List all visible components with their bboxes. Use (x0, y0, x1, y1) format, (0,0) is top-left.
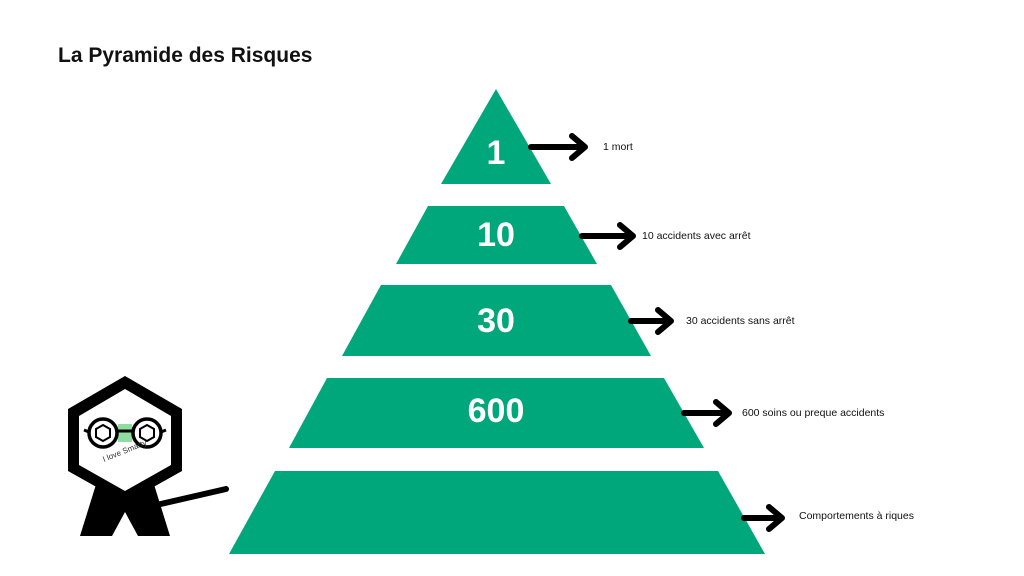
tier-5-label: Comportements à riques (799, 510, 914, 522)
pyramid-tier-1: 1 1 mort (441, 89, 633, 184)
tier-2-value: 10 (477, 216, 515, 254)
tier-3-arrow-icon (628, 307, 674, 335)
pointer-stick (149, 486, 229, 509)
tier-2-shape (396, 206, 597, 264)
pyramid-tier-4: 600 600 soins ou preque accidents (289, 378, 884, 448)
glasses-icon (83, 417, 167, 449)
tier-1-shape (441, 89, 551, 184)
tier-4-value: 600 (468, 392, 525, 430)
tier-5-arrow-icon (741, 504, 785, 532)
tier-1-label: 1 mort (603, 141, 633, 153)
smarty-mascot-icon: I love Smarty (68, 376, 229, 536)
tier-2-arrow-icon (579, 222, 636, 250)
tier-3-value: 30 (477, 302, 515, 340)
page-title: La Pyramide des Risques (58, 44, 313, 67)
tier-1-value: 1 (487, 134, 506, 172)
tier-4-shape (289, 378, 704, 448)
tier-5-shape (229, 471, 765, 554)
tier-3-label: 30 accidents sans arrêt (686, 315, 795, 327)
tier-3-shape (342, 285, 651, 356)
tier-2-label: 10 accidents avec arrêt (642, 230, 751, 242)
pyramid-tier-5: Comportements à riques (229, 471, 914, 554)
tier-4-label: 600 soins ou preque accidents (742, 407, 884, 419)
pyramid-tier-3: 30 30 accidents sans arrêt (342, 285, 795, 356)
tier-1-arrow-icon (528, 133, 588, 161)
pyramid-tier-2: 10 10 accidents avec arrêt (396, 206, 751, 264)
tier-4-arrow-icon (681, 399, 732, 427)
mascot-legs (80, 478, 170, 536)
